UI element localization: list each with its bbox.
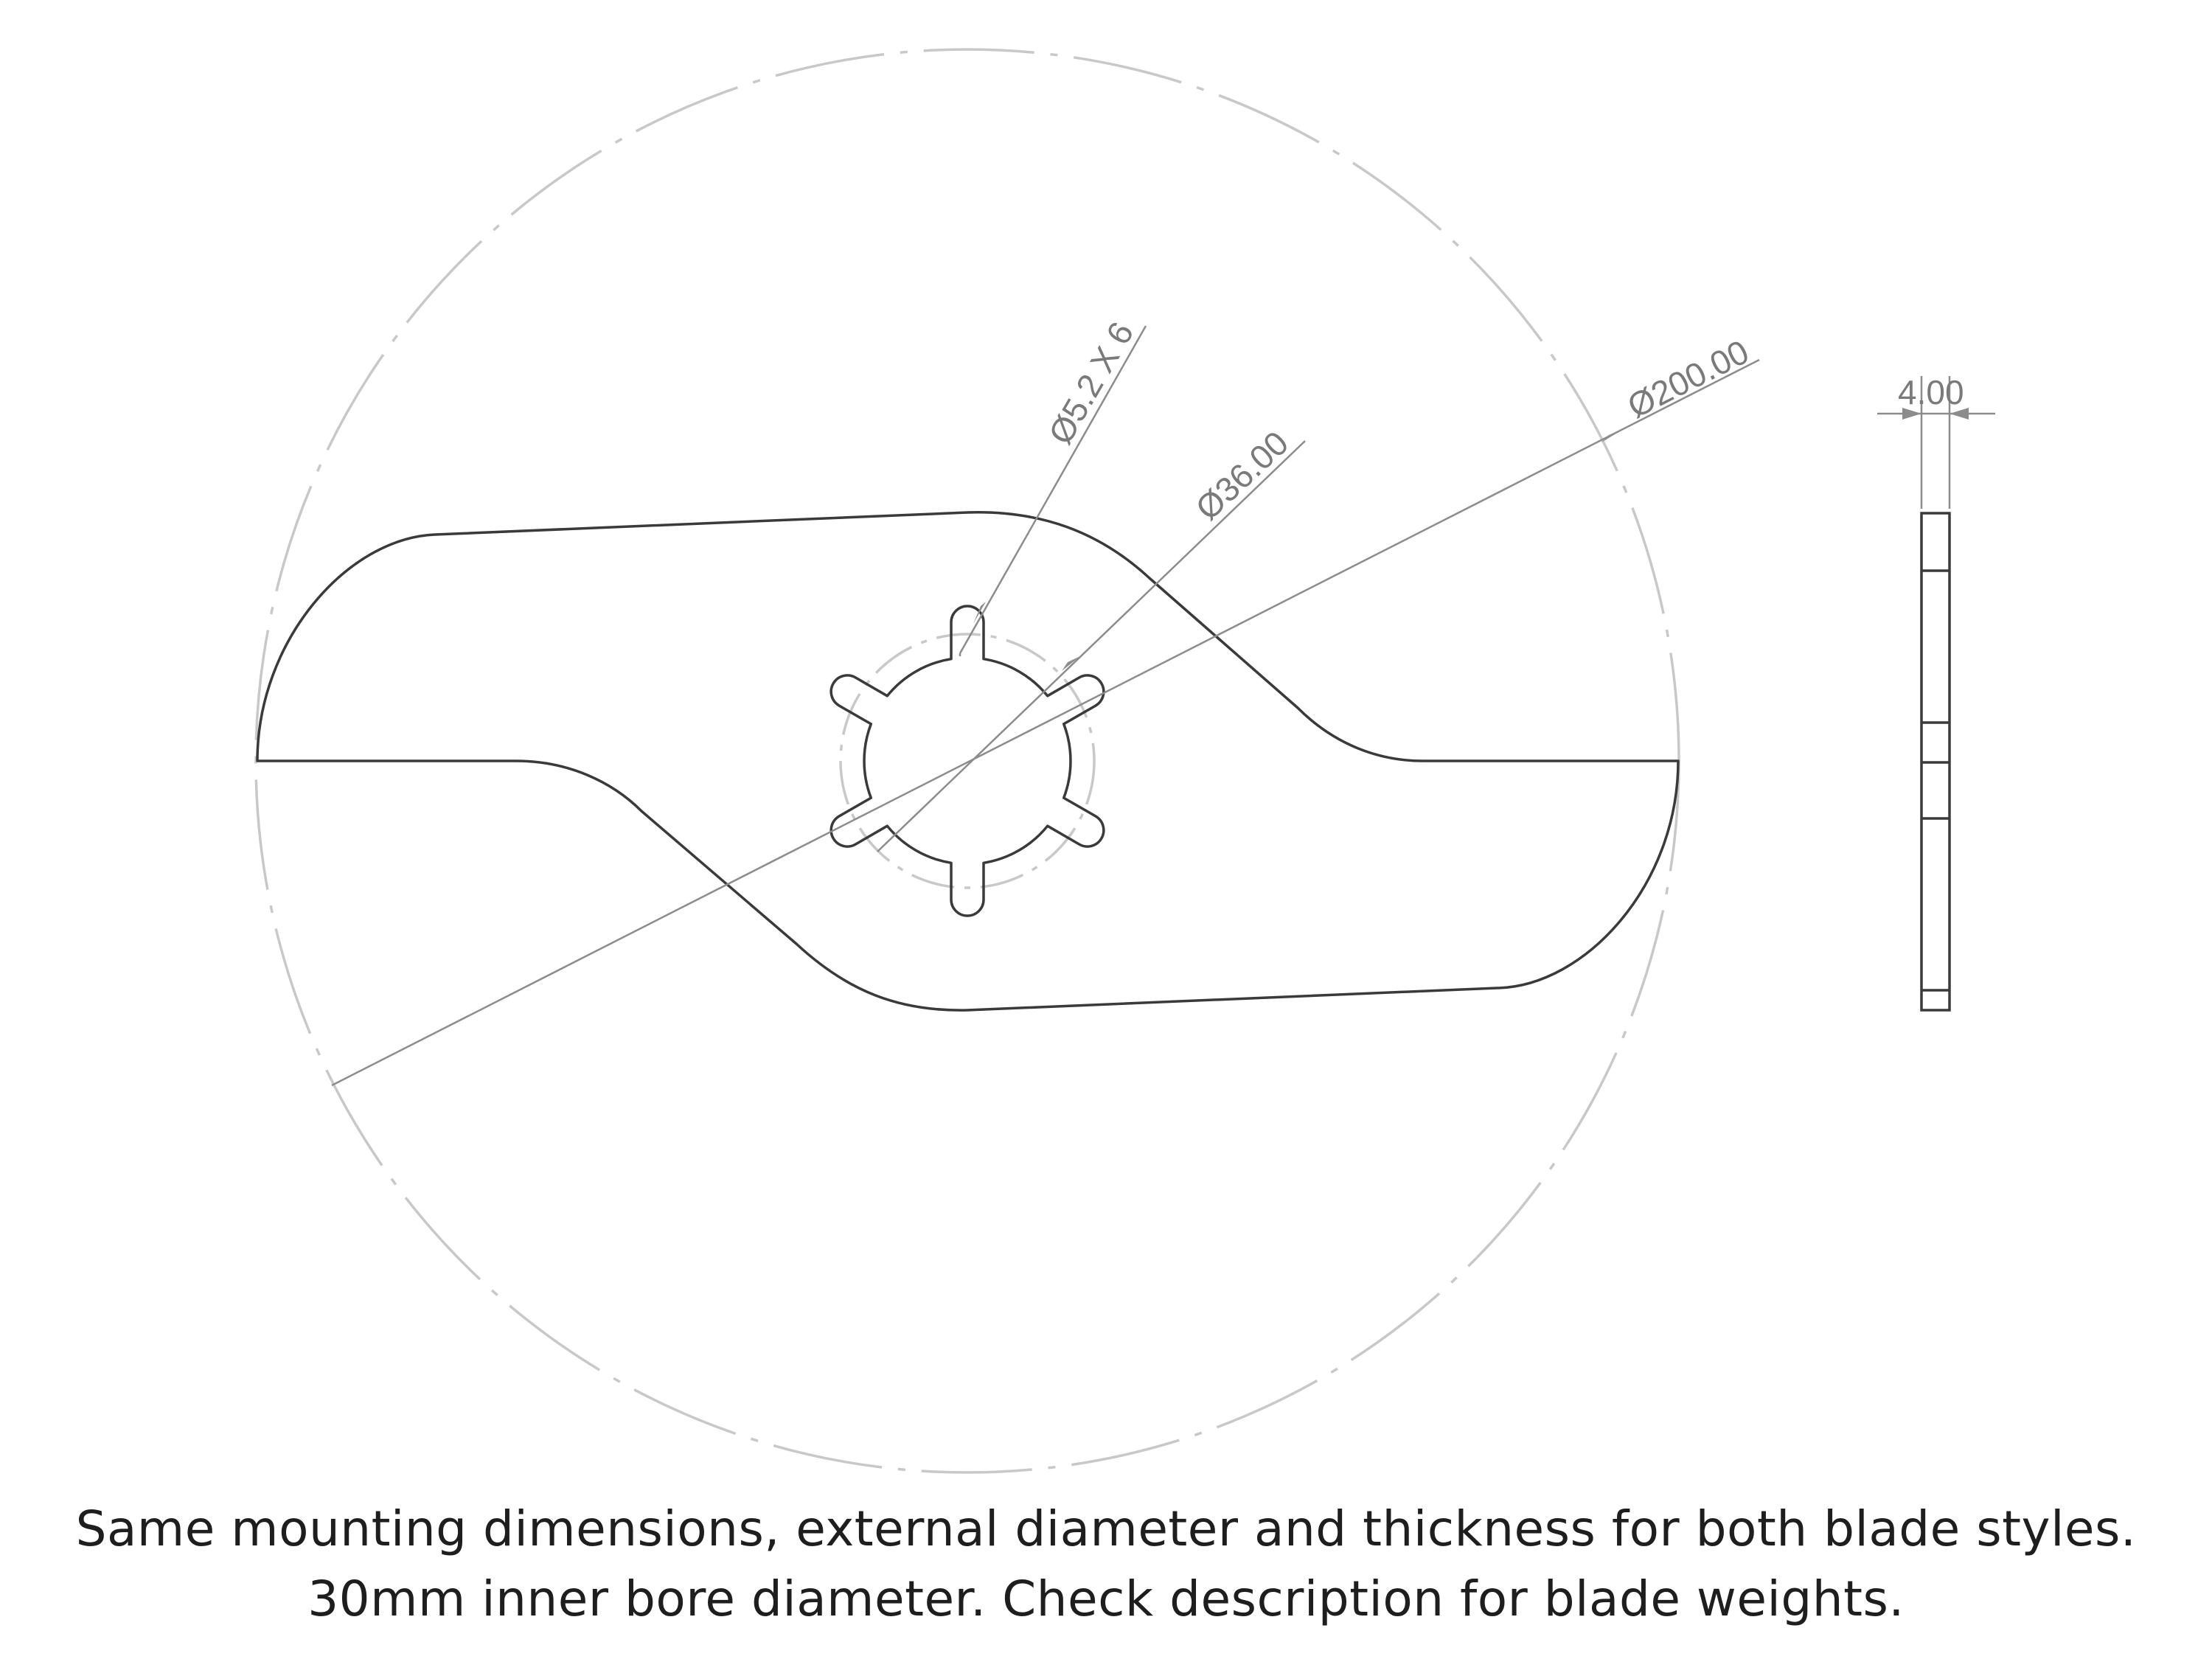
outer-diameter-dimension-label: Ø200.00: [1621, 332, 1755, 425]
dimension-bolt-holes: Ø5.2 X 6: [959, 316, 1147, 656]
caption-line-2: 30mm inner bore diameter. Check descript…: [307, 1571, 1905, 1627]
outer-diameter-arrowhead: [1601, 428, 1626, 442]
thickness-dimension-label: 4.00: [1898, 373, 1964, 411]
inner-circle-arrowhead: [1062, 656, 1080, 671]
dimension-thickness: 4.00: [1877, 373, 1995, 509]
thickness-arrowhead-left: [1902, 408, 1921, 420]
caption-line-1: Same mounting dimensions, external diame…: [75, 1500, 2137, 1557]
bolt-hole-dimension-label: Ø5.2 X 6: [1041, 316, 1141, 451]
thickness-arrowhead-right: [1950, 408, 1969, 420]
blade-outline: [256, 511, 1680, 1012]
bolt-hole-arrowhead: [973, 602, 986, 624]
inner-circle-dimension-label: Ø36.00: [1188, 423, 1295, 527]
dimension-outer-diameter: Ø200.00: [331, 332, 1760, 1087]
blade-side-view: [1920, 512, 1951, 1012]
bore-with-bolt-slots: [830, 605, 1105, 917]
inner-circle-36: [839, 633, 1096, 889]
